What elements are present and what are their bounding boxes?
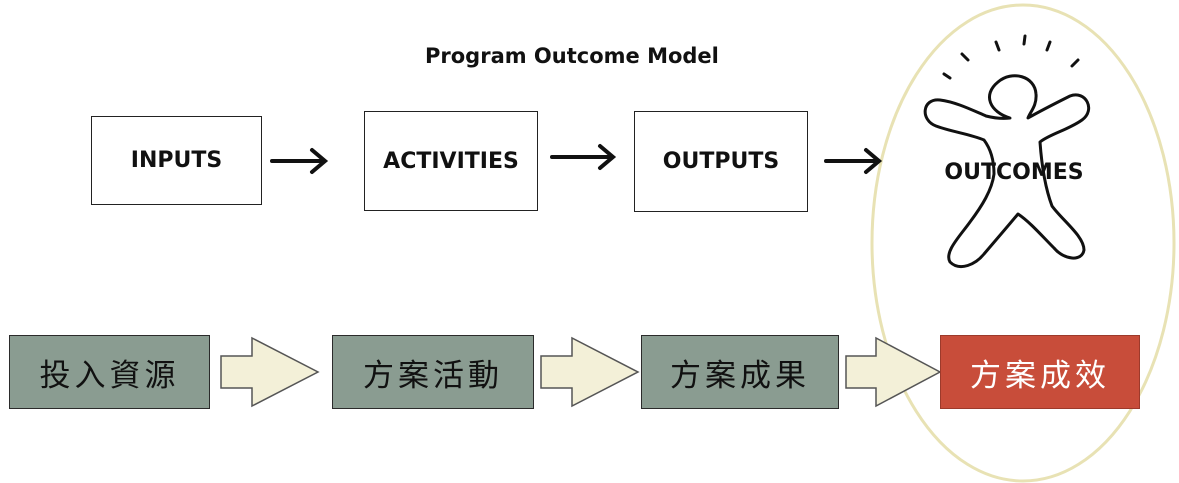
person-figure-icon [923,34,1091,268]
chevron-arrow-2 [540,336,640,408]
outcome-highlight-ellipse [870,3,1176,483]
arrow-inputs-activities [270,148,329,174]
chevron-arrow-1 [220,336,320,408]
outputs-box: OUTPUTS [634,111,808,212]
step-box-activities-zh: 方案活動 [332,335,534,409]
arrow-activities-outputs [550,144,617,170]
step-box-outcomes-zh: 方案成效 [940,335,1140,409]
activities-box: ACTIVITIES [364,111,538,211]
chevron-arrow-3 [845,336,942,408]
diagram-title: Program Outcome Model [425,44,719,68]
inputs-box: INPUTS [91,116,262,205]
outcomes-label: OUTCOMES [944,160,1084,185]
step-box-outputs-zh: 方案成果 [641,335,839,409]
step-box-inputs-zh: 投入資源 [9,335,210,409]
arrow-outputs-outcomes [824,148,883,174]
